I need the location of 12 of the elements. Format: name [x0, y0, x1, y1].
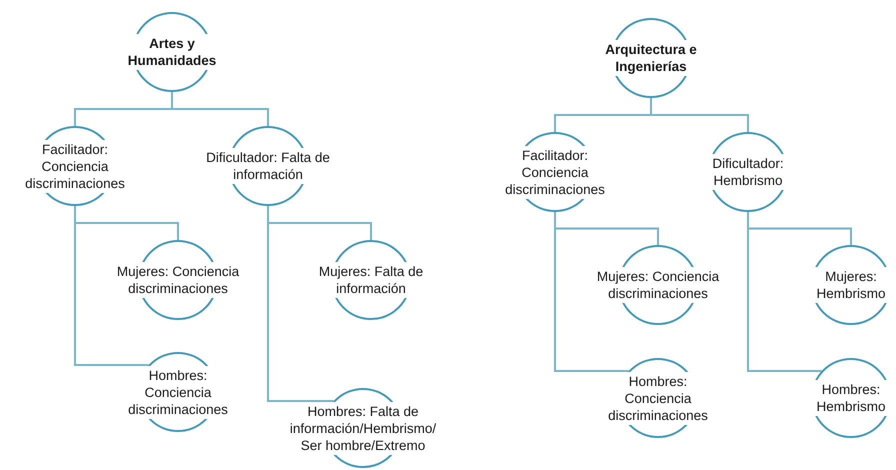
- node-text: Mujeres: Hembrismo: [808, 267, 894, 303]
- connector-line: [554, 212, 628, 372]
- connector-line: [267, 206, 334, 402]
- circle-node: [808, 245, 894, 325]
- connector-line: [74, 206, 148, 366]
- connector-line: [650, 98, 749, 132]
- node-text: Hombres: Falta de información/Hembrismo/Ser hombre/Extremo: [288, 402, 438, 454]
- circle-node: [288, 388, 438, 468]
- node-text: Hombres: Hembrismo: [808, 380, 894, 416]
- circle-node: [808, 358, 894, 438]
- connector-line: [171, 92, 269, 126]
- connector-line: [747, 212, 822, 372]
